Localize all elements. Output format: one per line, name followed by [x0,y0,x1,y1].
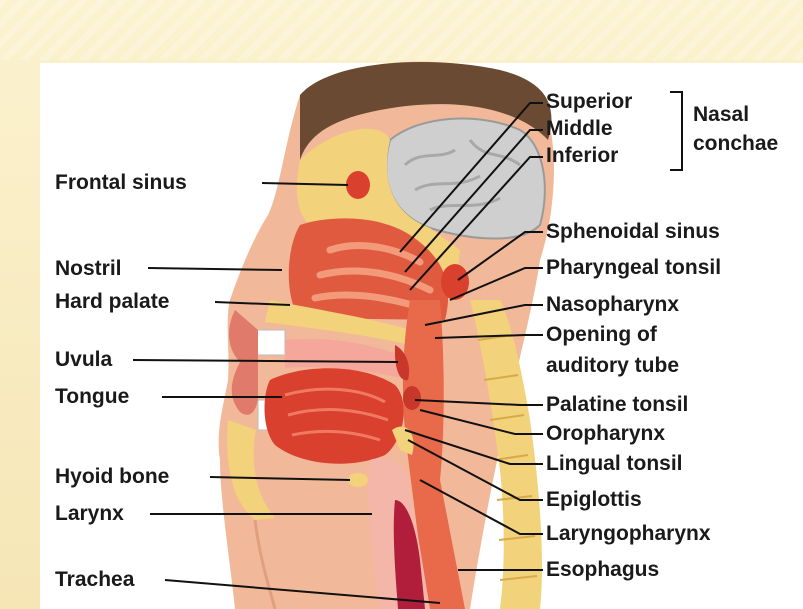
label-oropharynx: Oropharynx [546,423,665,444]
label-hard-palate: Hard palate [55,291,169,312]
label-uvula: Uvula [55,349,112,370]
label-nostril: Nostril [55,258,122,279]
label-sphenoidal-sinus: Sphenoidal sinus [546,221,720,242]
label-hyoid-bone: Hyoid bone [55,466,169,487]
label-superior-concha: Superior [546,91,632,112]
frontal-sinus [346,171,370,199]
tongue [265,368,404,463]
label-nasal: Nasal [693,104,749,125]
label-tongue: Tongue [55,386,129,407]
label-middle-concha: Middle [546,118,613,139]
label-esophagus: Esophagus [546,559,659,580]
label-palatine-tonsil: Palatine tonsil [546,394,688,415]
label-inferior-concha: Inferior [546,145,618,166]
conchae-bracket [670,92,682,170]
label-frontal-sinus: Frontal sinus [55,172,187,193]
label-trachea: Trachea [55,569,134,590]
palatine-tonsil [403,386,421,410]
label-epiglottis: Epiglottis [546,489,642,510]
label-larynx: Larynx [55,503,124,524]
label-auditory-tube: auditory tube [546,355,679,376]
label-opening-of: Opening of [546,324,657,345]
label-lingual-tonsil: Lingual tonsil [546,453,683,474]
label-pharyngeal-tonsil: Pharyngeal tonsil [546,257,721,278]
upper-teeth [255,330,285,355]
label-nasopharynx: Nasopharynx [546,294,679,315]
label-laryngopharynx: Laryngopharynx [546,523,711,544]
label-conchae: conchae [693,133,778,154]
hyoid-bone [348,473,368,487]
